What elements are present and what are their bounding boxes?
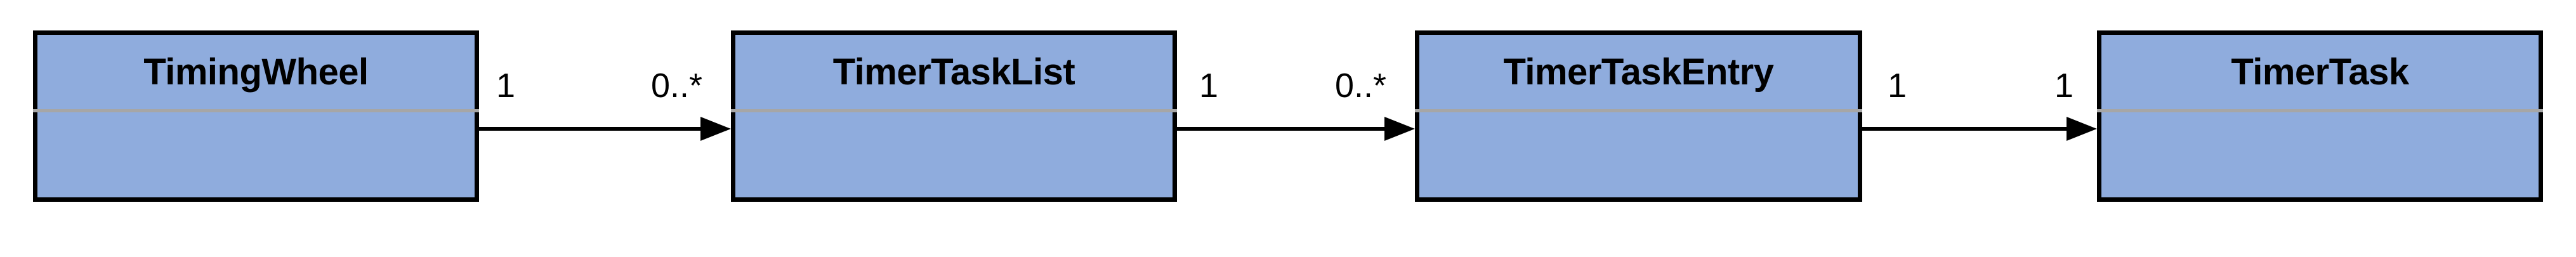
association-line <box>1862 127 2070 131</box>
class-name-label: TimerTask <box>2231 51 2409 93</box>
compartment-divider <box>1415 109 1862 112</box>
arrowhead-icon <box>1384 117 1415 141</box>
class-name-label: TimerTaskList <box>832 51 1075 93</box>
class-name-label: TimingWheel <box>143 51 369 93</box>
class-attributes-compartment <box>1419 109 1858 197</box>
compartment-divider <box>33 109 479 112</box>
class-attributes-compartment <box>735 109 1173 197</box>
class-attributes-compartment <box>2101 109 2539 197</box>
class-title-compartment: TimerTask <box>2097 35 2543 112</box>
association-line <box>479 127 704 131</box>
compartment-divider <box>731 109 1177 112</box>
class-title-compartment: TimerTaskEntry <box>1415 35 1862 112</box>
class-name-label: TimerTaskEntry <box>1503 51 1774 93</box>
class-title-compartment: TimerTaskList <box>731 35 1177 112</box>
class-attributes-compartment <box>37 109 475 197</box>
arrowhead-icon <box>700 117 731 141</box>
multiplicity-target-label: 1 <box>2054 67 2074 105</box>
multiplicity-target-label: 0..* <box>1335 67 1387 105</box>
multiplicity-source-label: 1 <box>1199 67 1219 105</box>
class-title-compartment: TimingWheel <box>33 35 479 112</box>
arrowhead-icon <box>2067 117 2097 141</box>
association-line <box>1177 127 1388 131</box>
compartment-divider <box>2097 109 2543 112</box>
multiplicity-target-label: 0..* <box>651 67 703 105</box>
multiplicity-source-label: 1 <box>496 67 516 105</box>
class-box-timertasklist[interactable]: TimerTaskList <box>731 30 1177 202</box>
class-box-timingwheel[interactable]: TimingWheel <box>33 30 479 202</box>
class-box-timertask[interactable]: TimerTask <box>2097 30 2543 202</box>
multiplicity-source-label: 1 <box>1888 67 1907 105</box>
class-box-timertaskentry[interactable]: TimerTaskEntry <box>1415 30 1862 202</box>
